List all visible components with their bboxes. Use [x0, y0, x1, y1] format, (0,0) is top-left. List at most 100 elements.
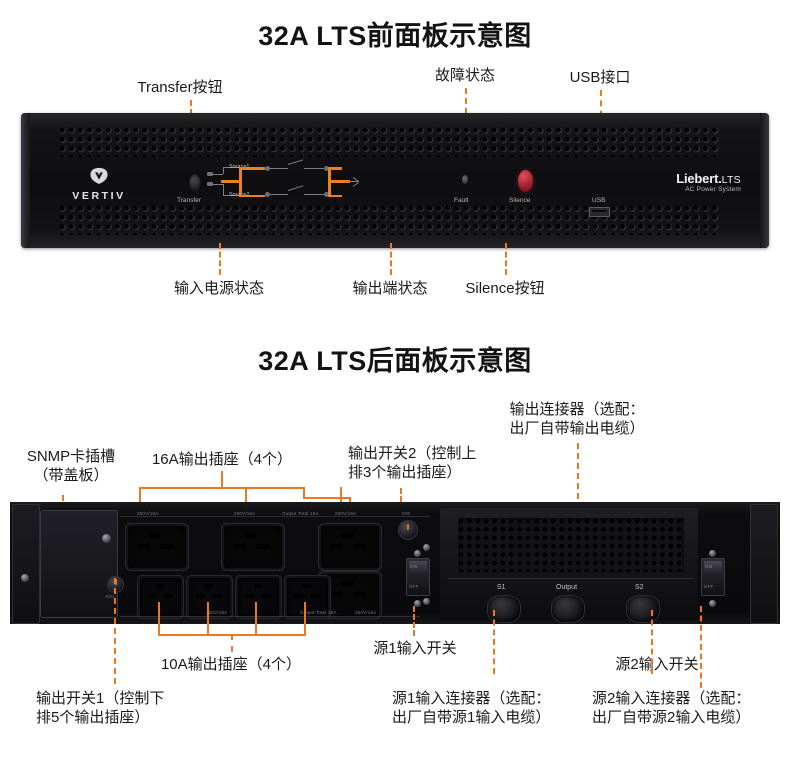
- wire-in1-up: [223, 167, 225, 174]
- callout-usb-port: USB接口: [569, 69, 631, 86]
- usb-port[interactable]: [589, 207, 610, 217]
- switch-blade-1: [287, 159, 304, 166]
- fan-vent-grille: [458, 518, 684, 572]
- input2-indicator: [207, 182, 213, 186]
- front-panel-chassis: VERTIV Transfer Source1 Source2: [21, 113, 769, 248]
- fault-label: Fault: [454, 197, 469, 204]
- leader-16a-bracket: [139, 487, 303, 489]
- s1-connector-label: S1: [497, 584, 506, 591]
- outlet-10a-2[interactable]: [187, 576, 232, 618]
- outlet-16a-3[interactable]: [319, 524, 381, 570]
- leader-10a-drop-1: [158, 602, 160, 635]
- wire-in2: [213, 183, 223, 185]
- rating-250v16a-4: 250V/16A: [206, 610, 228, 615]
- callout-output-switch-1: 输出开关1（控制下 排5个输出插座）: [36, 690, 165, 726]
- usb-label: USB: [592, 197, 606, 204]
- source2-input-connector[interactable]: [626, 595, 660, 623]
- callout-output-status: 输出端状态: [352, 280, 428, 297]
- output-connector[interactable]: [551, 595, 585, 623]
- screw-src2-top: [709, 550, 716, 557]
- code-k02: K02: [402, 511, 411, 516]
- wire-src1-top: [223, 167, 239, 169]
- contact-s2-out: [324, 192, 329, 197]
- callout-snmp-slot: SNMP卡插槽 （带盖板）: [26, 448, 116, 484]
- wire-s1-b: [304, 168, 324, 170]
- transfer-button[interactable]: [189, 174, 201, 193]
- callout-silence-button: Silence按钮: [465, 280, 545, 297]
- source1-input-switch[interactable]: [406, 558, 430, 596]
- wire-in2-down: [223, 183, 225, 196]
- rating-output-total-bottom: Output Total 16A: [300, 610, 337, 615]
- callout-transfer-button: Transfer按钮: [137, 79, 223, 96]
- callout-source2-switch: 源2输入开关: [615, 656, 699, 673]
- rating-250v16a-2: 250V/16A: [234, 511, 256, 516]
- screw-src2-bottom: [709, 600, 716, 607]
- outlet-10a-3[interactable]: [236, 576, 281, 618]
- source2-off-label: OFF: [704, 584, 714, 589]
- output-switch-2[interactable]: [398, 520, 418, 540]
- chassis-right-edge: [760, 113, 769, 248]
- source1-off-label: OFF: [409, 584, 419, 589]
- vertiv-logo-icon: [90, 167, 108, 184]
- leader-10a-stem: [231, 634, 233, 652]
- vertiv-logo: VERTIV: [67, 167, 131, 202]
- contact-s1-out: [324, 166, 329, 171]
- leader-source1-switch: [413, 606, 415, 636]
- rear-left-mounting-ear: [12, 504, 40, 624]
- leader-output-switch-1: [114, 578, 116, 684]
- screw-col-4: [423, 598, 430, 605]
- wire-s1-a: [270, 168, 288, 170]
- leader-source1-connector: [493, 610, 495, 674]
- contact-s2-in: [265, 192, 270, 197]
- output-bus-top: [328, 167, 342, 170]
- output-bus-arrow: [328, 180, 350, 183]
- screw-snmp: [102, 534, 111, 543]
- outlet-16a-2[interactable]: [222, 524, 284, 570]
- fault-led: [462, 175, 468, 184]
- source1-input-connector[interactable]: [487, 595, 521, 623]
- leader-16a-drop-4-a: [303, 487, 305, 498]
- output-arrow-tail: [347, 181, 359, 183]
- screw-src1-top: [414, 550, 421, 557]
- rating-250v16a-3: 250V/16A: [335, 511, 357, 516]
- callout-input-power-status: 输入电源状态: [173, 280, 264, 297]
- silence-label: Silence: [509, 197, 531, 204]
- output-arrow-head-b: [352, 182, 360, 188]
- callout-source1-switch: 源1输入开关: [373, 640, 457, 657]
- active-path-bottom: [239, 194, 265, 198]
- screw-col-1: [423, 544, 430, 551]
- output-switch-1-label: K01: [106, 594, 115, 599]
- snmp-card-slot[interactable]: [40, 510, 118, 618]
- leader-transfer: [190, 100, 192, 124]
- input1-indicator: [207, 172, 213, 176]
- front-vent-lower: [59, 205, 719, 235]
- active-path-top: [239, 167, 265, 170]
- front-panel-title: 32A LTS前面板示意图: [258, 21, 532, 51]
- rear-right-mounting-ear: [750, 504, 778, 624]
- wire-s2-a: [270, 194, 288, 196]
- contact-s1-in: [265, 166, 270, 171]
- outlet-16a-1[interactable]: [126, 524, 188, 570]
- callout-10a-outlets: 10A输出插座（4个）: [160, 656, 302, 673]
- callout-fault-status: 故障状态: [434, 67, 495, 84]
- rating-rule-bottom: [120, 616, 420, 617]
- leader-10a-drop-3: [255, 602, 257, 635]
- source2-input-switch[interactable]: [701, 558, 725, 596]
- rating-250v16a-5: 250V/16A: [355, 610, 377, 615]
- rating-250v16a-1: 250V/16A: [137, 511, 159, 516]
- leader-10a-drop-4: [304, 602, 306, 635]
- leader-source2-switch: [700, 606, 702, 688]
- center-divider-rule: [448, 578, 693, 579]
- outlet-10a-1[interactable]: [138, 576, 183, 618]
- vertiv-wordmark: VERTIV: [72, 190, 126, 202]
- active-path-feed: [221, 180, 241, 183]
- screw-left: [21, 574, 29, 582]
- wire-s2-b: [304, 194, 324, 196]
- wire-src2-bot: [223, 195, 239, 197]
- callout-source1-connector: 源1输入连接器（选配： 出厂自带源1输入电缆）: [392, 690, 551, 726]
- silence-button[interactable]: [518, 170, 533, 192]
- transfer-button-label: Transfer: [177, 197, 201, 204]
- rating-rule-top: [120, 516, 430, 517]
- outlet-10a-4[interactable]: [285, 576, 330, 618]
